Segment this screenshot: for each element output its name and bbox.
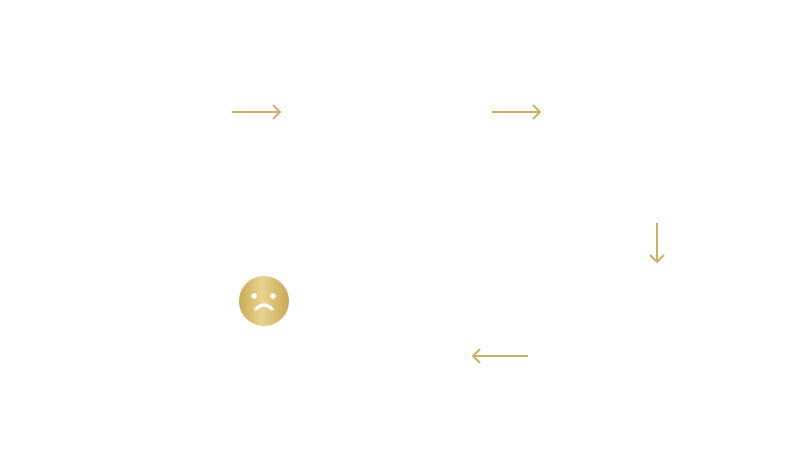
arrow-right-icon [232, 104, 282, 120]
arrow-down-icon [649, 223, 665, 264]
arrow-left-icon [471, 348, 528, 364]
left-eye [251, 293, 257, 299]
arrow-right-icon [492, 104, 542, 120]
face-circle [239, 276, 289, 326]
frown-mouth [254, 303, 274, 311]
sad-face-icon [239, 276, 289, 326]
right-eye [270, 293, 276, 299]
